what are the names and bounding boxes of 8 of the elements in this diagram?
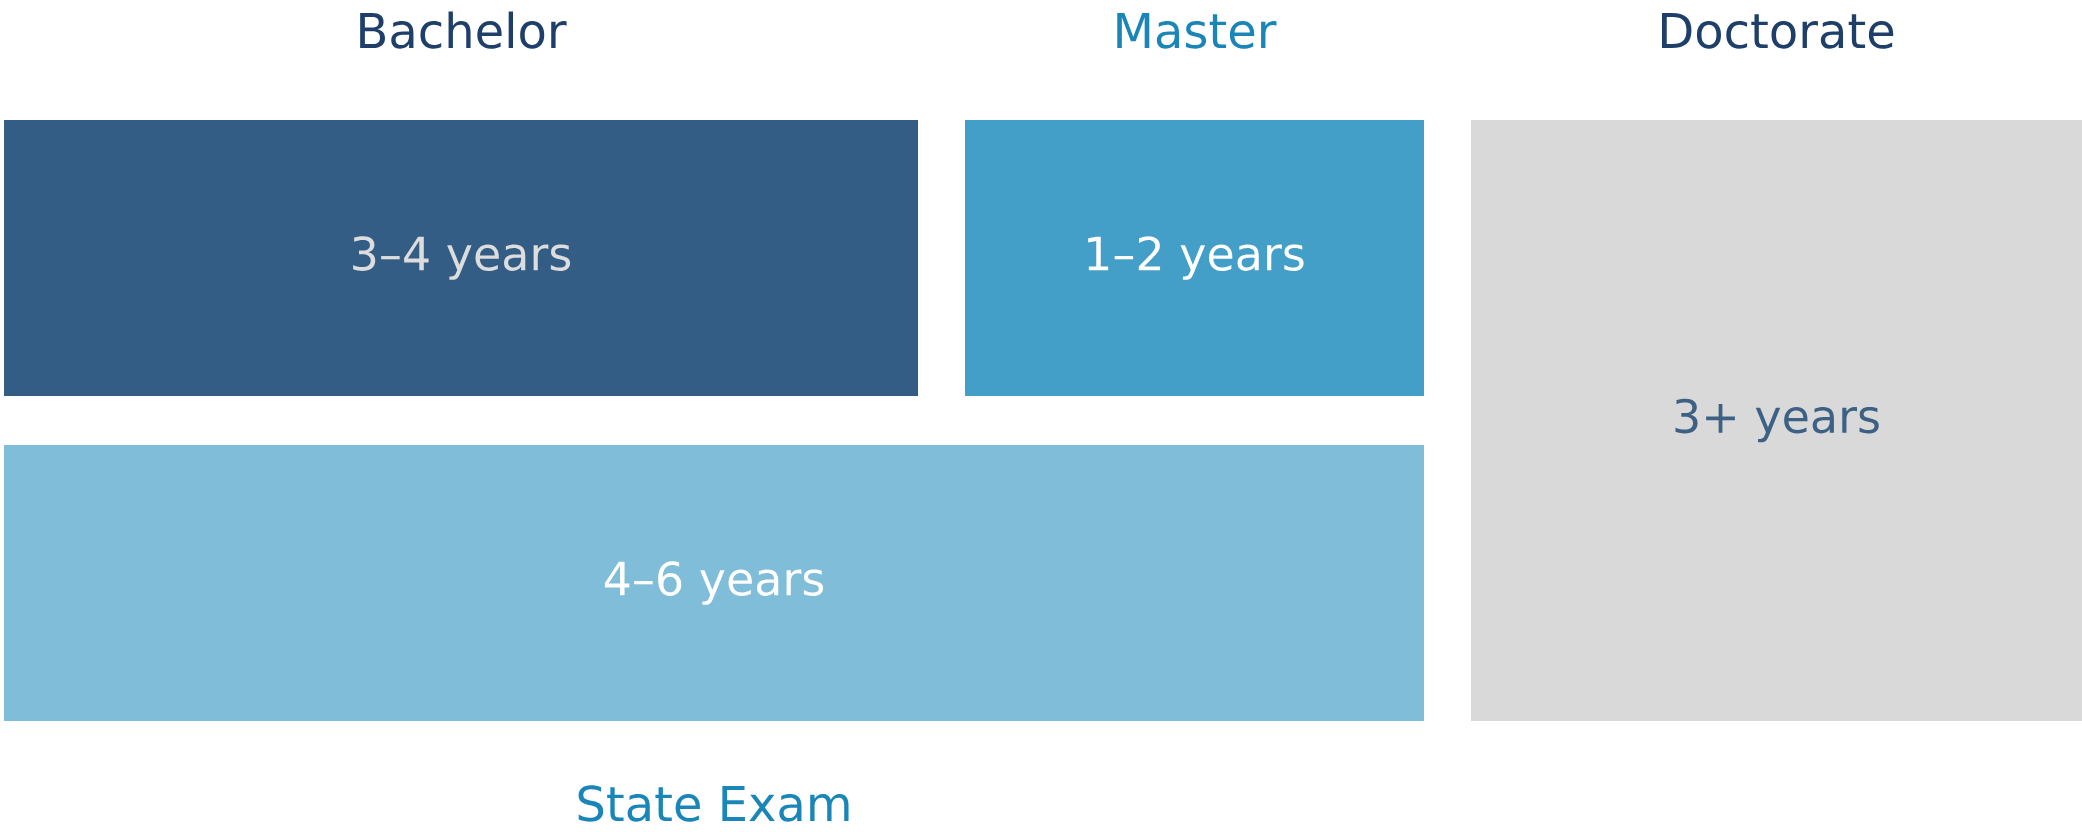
block: 3–4 years <box>4 120 918 396</box>
heading: Bachelor <box>360 11 567 49</box>
block: 4–6 years <box>4 445 1424 721</box>
heading: State Exam <box>578 785 849 822</box>
heading: Doctorate <box>1662 13 1894 49</box>
block: 1–2 years <box>965 120 1424 396</box>
heading: Master <box>1117 13 1277 49</box>
block: 3+ years <box>1471 120 2082 721</box>
